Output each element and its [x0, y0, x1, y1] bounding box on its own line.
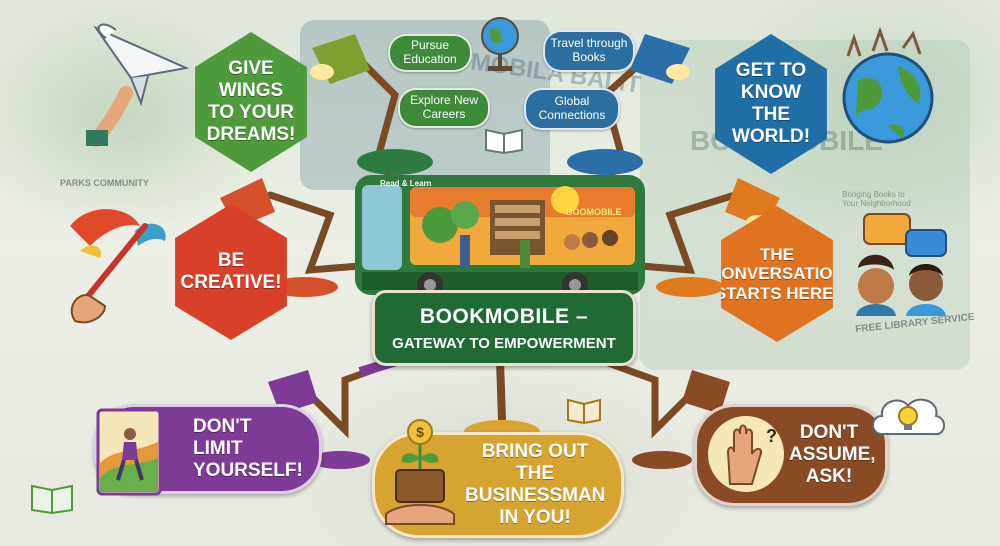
desk-lamp-icon [310, 34, 433, 199]
paper-plane-icon [86, 23, 190, 147]
desk-lamp-icon [596, 356, 730, 469]
paintbrush-icon [70, 209, 166, 324]
box-businessman-label: BRING OUT THE BUSINESSMAN IN YOU! [465, 441, 606, 528]
pill-global-connections-label: Global Connections [538, 94, 606, 122]
bus-sign-right: BOOMOBILE [566, 207, 622, 217]
center-title: BOOKMOBILE – [419, 304, 589, 328]
money-plant-icon: $ [385, 419, 455, 525]
hex-conversation: THE CONVERSATION STARTS HERE! [721, 206, 833, 342]
pill-explore-careers: Explore New Careers [398, 88, 490, 128]
center-subtitle: GATEWAY TO EMPOWERMENT [392, 334, 616, 352]
background-sign-left: PARKS COMMUNITY [60, 178, 149, 188]
box-businessman: BRING OUT THE BUSINESSMAN IN YOU! [372, 432, 624, 538]
box-dont-limit-label: DON'T LIMIT YOURSELF! [193, 416, 303, 481]
hex-conversation-label: THE CONVERSATION STARTS HERE! [709, 244, 845, 303]
pill-explore-careers-label: Explore New Careers [409, 93, 479, 121]
hex-know-world-label: GET TO KNOW THE WORLD! [731, 60, 811, 147]
pill-travel-books: Travel through Books [543, 30, 635, 72]
hex-give-wings-label: GIVE WINGS TO YOUR DREAMS! [206, 58, 296, 145]
svg-text:?: ? [766, 426, 777, 446]
speech-bubbles-icon [856, 213, 947, 316]
hiker-icon [96, 408, 162, 496]
book-icon [485, 128, 523, 154]
desk-lamp-icon [567, 34, 690, 199]
pill-travel-books-label: Travel through Books [550, 36, 628, 64]
pill-pursue-education: Pursue Education [388, 34, 472, 72]
svg-text:$: $ [416, 424, 424, 440]
raised-hand-icon: ? [708, 416, 784, 492]
box-dont-assume-label: DON'T ASSUME, ASK! [789, 422, 876, 487]
background-van-subtitle: Bringing Books to Your Neighborhood [842, 190, 911, 208]
book-icon [567, 398, 601, 424]
book-icon [31, 484, 73, 514]
globe-icon [481, 17, 519, 71]
center-title-panel: BOOKMOBILE – GATEWAY TO EMPOWERMENT [372, 290, 636, 366]
globe-icon [842, 26, 934, 144]
lightbulb-icon [872, 398, 945, 436]
pill-global-connections: Global Connections [524, 88, 620, 130]
pill-pursue-education-label: Pursue Education [403, 38, 457, 66]
hex-be-creative-label: BE CREATIVE! [180, 250, 282, 293]
bus-sign-left: Read & Learn [380, 179, 432, 188]
